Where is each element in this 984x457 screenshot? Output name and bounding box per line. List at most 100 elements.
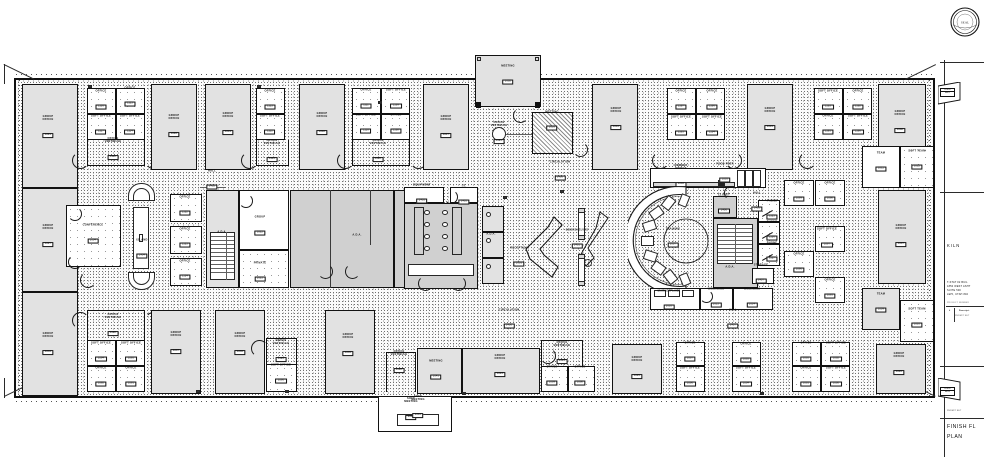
room-group-office-1015[interactable] [747, 84, 793, 170]
room-group-office-1035[interactable] [325, 310, 375, 394]
room-office-1123[interactable] [170, 226, 202, 254]
room-equipment-1403[interactable] [404, 187, 444, 203]
room-soft-office-1097[interactable] [815, 226, 845, 252]
room-meeting-1041[interactable] [417, 348, 462, 394]
room-group-office-1016[interactable] [592, 84, 638, 170]
room-team-1009[interactable] [862, 288, 900, 330]
room-group-office-1025[interactable] [612, 344, 662, 394]
room-office-vestibule-1130[interactable] [386, 352, 416, 392]
room-office-1099[interactable] [784, 180, 814, 206]
room-storage-1407[interactable] [752, 268, 774, 284]
room-office-1088[interactable] [568, 366, 595, 392]
room-soft-office-1090[interactable] [266, 364, 297, 392]
reception-desk-1001 [525, 216, 563, 278]
room-office-1122[interactable] [170, 194, 202, 222]
core-restroom-block[interactable] [290, 190, 394, 288]
room-soft-office-1100[interactable] [843, 114, 872, 140]
door-pod4-right [725, 152, 742, 169]
room-office-1083[interactable] [792, 342, 821, 366]
room-office-1116[interactable] [87, 88, 116, 114]
room-meeting-1003[interactable] [532, 112, 573, 154]
room-wellness-1013[interactable] [700, 288, 733, 310]
room-office-vestibule-1119[interactable] [256, 140, 289, 166]
room-soft-office-1094[interactable] [87, 340, 116, 366]
room-wellness-1014[interactable] [733, 288, 773, 310]
client-tag-top[interactable]: CLIENT A401 [940, 88, 955, 97]
room-office-1098[interactable] [815, 180, 845, 206]
wc-fixture-7 [442, 234, 448, 239]
room-office-1124[interactable] [170, 258, 202, 286]
room-group-office-1024[interactable] [462, 348, 540, 394]
room-soft-office-1117[interactable] [87, 114, 116, 140]
stair-stringer [226, 232, 227, 280]
client-tag-bottom-name: CLIENT [943, 388, 952, 390]
room-soft-office-1105[interactable] [667, 114, 696, 140]
room-office-vestibule-1121[interactable] [476, 108, 540, 154]
partition-wc-left [414, 207, 424, 255]
room-office-vestibule-1128[interactable] [87, 310, 145, 340]
room-office-1087[interactable] [676, 342, 705, 366]
room-ada-2[interactable] [482, 232, 504, 258]
room-soft-office-1103[interactable] [814, 88, 843, 114]
room-office-1095[interactable] [815, 277, 845, 303]
room-office-1108[interactable] [381, 114, 410, 140]
room-ada-3[interactable] [482, 258, 504, 284]
client-tag-bottom[interactable]: CLIENT A414 [940, 387, 955, 396]
room-group-1022[interactable] [239, 190, 289, 250]
room-soft-office-1086[interactable] [676, 366, 705, 392]
room-group-office-1034[interactable] [22, 292, 78, 396]
room-meeting-1002[interactable] [475, 55, 541, 107]
room-soft-office-1104[interactable] [696, 114, 725, 140]
wall-meeting-1002-col-right [535, 102, 540, 108]
room-soft-office-1084[interactable] [732, 366, 761, 392]
room-office-1115[interactable] [116, 88, 145, 114]
client-tag-top-name: CLIENT [943, 89, 952, 91]
room-group-office-1021[interactable] [22, 84, 78, 188]
door-pod4-left [652, 152, 669, 169]
room-office-1081[interactable] [792, 366, 821, 392]
room-office-1113[interactable] [256, 88, 285, 114]
room-soft-team-1010[interactable] [900, 300, 934, 342]
room-soft-office-1114[interactable] [116, 114, 145, 140]
room-office-1089[interactable] [541, 366, 568, 392]
room-office-1085[interactable] [732, 342, 761, 366]
room-soft-office-1080[interactable] [821, 366, 850, 392]
room-office-1106[interactable] [696, 88, 725, 114]
room-private-1023[interactable] [239, 250, 289, 288]
room-soft-office-1112[interactable] [256, 114, 285, 140]
room-office-1096[interactable] [784, 251, 814, 277]
room-office-1107[interactable] [667, 88, 696, 114]
room-soft-office-1082[interactable] [821, 342, 850, 366]
room-office-1091[interactable] [116, 366, 145, 392]
corner-leader-tl [4, 64, 6, 84]
room-ada-1[interactable] [482, 206, 504, 232]
room-group-office-1020[interactable] [151, 84, 197, 170]
room-soft-office-1109[interactable] [381, 88, 410, 114]
room-group-office-1037[interactable] [151, 310, 201, 394]
door-restroom-exit-1 [418, 276, 433, 291]
room-group-office-1007-right[interactable] [878, 190, 926, 284]
door-core-2 [345, 264, 360, 279]
address-line-1: T-STAT #2 BUIL [947, 281, 968, 284]
room-office-vestibule-1129[interactable] [266, 338, 297, 364]
room-office-1102[interactable] [843, 88, 872, 114]
room-office-vestibule-1131[interactable] [541, 340, 583, 366]
room-soft-office-1093[interactable] [116, 340, 145, 366]
room-soft-office-1110[interactable] [352, 114, 381, 140]
door-conference-1004-out [80, 272, 96, 288]
room-office-1111[interactable] [352, 88, 381, 114]
room-office-vestibule-1118[interactable] [87, 140, 145, 166]
room-office-1101[interactable] [814, 114, 843, 140]
stair-tread-5 [211, 252, 234, 253]
bookshelf-cap-4 [578, 281, 585, 286]
room-team-1011[interactable] [862, 146, 900, 188]
room-office-vestibule-1120[interactable] [352, 140, 410, 166]
room-group-office-1026[interactable] [876, 344, 926, 394]
rule-project-number [946, 306, 984, 307]
wc-fixture-3 [424, 234, 430, 239]
room-group-office-1017[interactable] [423, 84, 469, 170]
room-soft-team-1012[interactable] [900, 146, 934, 188]
room-office-1092[interactable] [87, 366, 116, 392]
